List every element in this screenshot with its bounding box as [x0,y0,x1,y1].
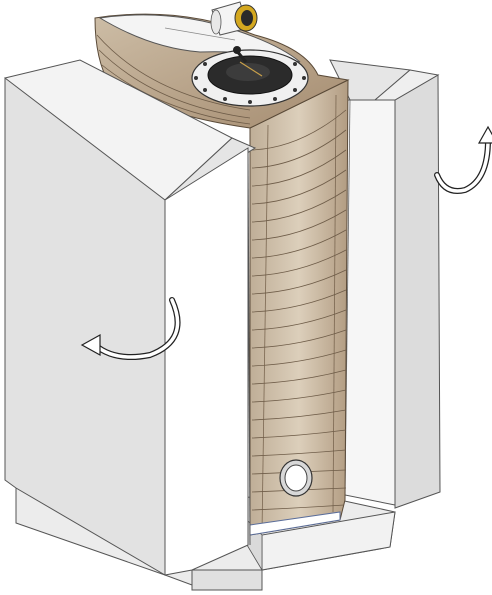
right-rotation-arrow [437,127,492,191]
side-port-hole [280,460,312,496]
camera-lens [211,2,257,35]
left-mold-half [5,60,255,575]
